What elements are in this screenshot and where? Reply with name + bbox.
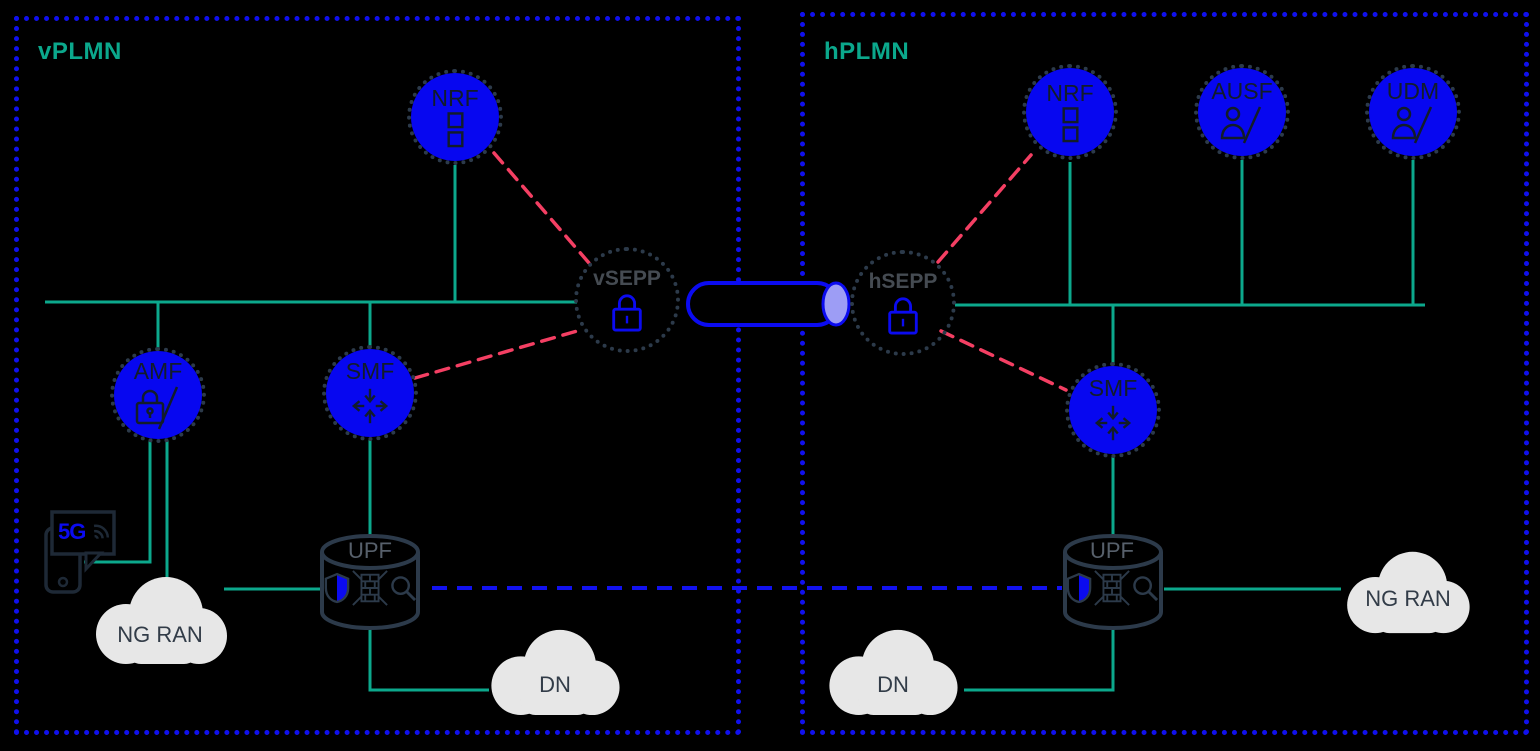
node-label: vSEPP <box>593 266 661 290</box>
smartphone-icon <box>44 510 116 594</box>
ngran-label-hplmn: NG RAN <box>1365 586 1451 611</box>
converge-arrows-icon <box>351 388 389 423</box>
node-label: SMF <box>1088 374 1138 401</box>
secure-tunnel-pipe <box>686 281 851 327</box>
shield-icon <box>1066 572 1091 604</box>
user-slash-icon <box>1391 105 1433 144</box>
smf-node-vplmn: SMF <box>322 345 418 441</box>
hplmn-boundary-box <box>800 12 1529 735</box>
upf-icon-row <box>1066 569 1159 607</box>
hplmn-sbi-bus-line <box>955 160 1425 365</box>
node-label: UPF <box>348 538 392 563</box>
hsepp-node: hSEPP <box>850 250 956 356</box>
nrf-node-vplmn: NRF <box>407 69 503 165</box>
node-label: NRF <box>1046 79 1094 106</box>
dn-label-hplmn: DN <box>877 672 909 697</box>
converge-arrows-icon <box>1094 405 1132 440</box>
red-dashed-sepp-links <box>413 151 1068 392</box>
node-label: SMF <box>345 357 395 384</box>
upf-node-hplmn: UPF <box>1064 540 1160 607</box>
device-5g-label: 5G <box>58 519 86 544</box>
speech-bubble <box>50 510 116 573</box>
smf-node-hplmn: SMF <box>1065 362 1161 458</box>
hplmn-label: hPLMN <box>824 38 910 65</box>
amf-node: AMF <box>110 347 206 443</box>
vplmn-sbi-bus-line <box>45 165 577 350</box>
vplmn-label: vPLMN <box>38 38 122 65</box>
hplmn-user-plane-lines <box>964 455 1341 692</box>
node-label: hSEPP <box>868 269 938 293</box>
ngran-cloud-vplmn <box>96 577 227 664</box>
upf-icon-row <box>324 569 417 607</box>
registry-icon <box>446 111 464 147</box>
node-label: AUSF <box>1211 77 1273 104</box>
vplmn-user-plane-lines <box>224 438 489 692</box>
node-label: AMF <box>133 357 183 384</box>
wifi-icon <box>93 524 110 540</box>
firewall-icon <box>1093 570 1130 606</box>
ausf-node: AUSF <box>1194 64 1290 160</box>
vplmn-boundary-box <box>14 16 741 735</box>
upf-node-vplmn: UPF <box>322 540 418 607</box>
node-label: UPF <box>1090 538 1134 563</box>
lock-icon <box>612 294 642 331</box>
magnifier-icon <box>1132 575 1158 601</box>
ngran-label-vplmn: NG RAN <box>117 622 203 647</box>
firewall-icon <box>351 570 388 606</box>
node-label: NRF <box>431 84 479 111</box>
dn-label-vplmn: DN <box>539 672 571 697</box>
nrf-node-hplmn: NRF <box>1022 64 1118 160</box>
lock-slash-icon <box>135 386 179 429</box>
registry-icon <box>1061 106 1079 142</box>
amf-to-device-and-ngran-lines <box>84 440 169 584</box>
shield-icon <box>324 572 349 604</box>
magnifier-icon <box>390 575 416 601</box>
node-label: UDM <box>1386 77 1440 104</box>
udm-node: UDM <box>1365 64 1461 160</box>
user-slash-icon <box>1220 105 1262 144</box>
vsepp-node: vSEPP <box>574 247 680 353</box>
lock-icon <box>888 297 918 334</box>
